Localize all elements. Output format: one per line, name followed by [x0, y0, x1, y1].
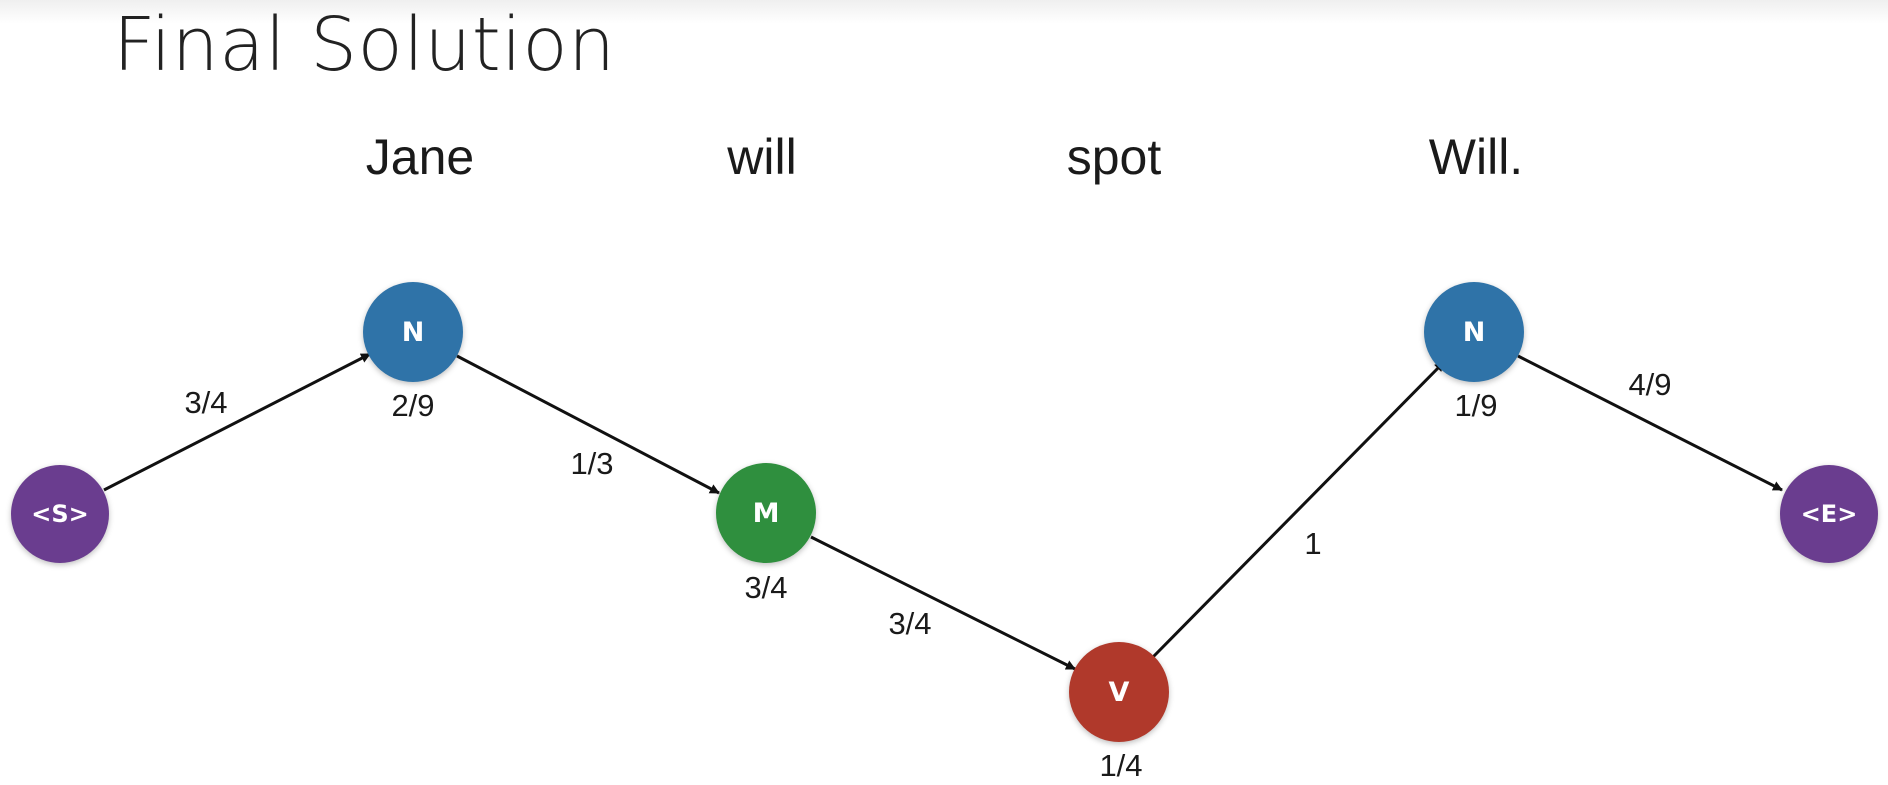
- node-start: <S>: [11, 465, 109, 563]
- word-will: will: [727, 129, 797, 185]
- transition-label-start-n: 3/4: [184, 385, 228, 420]
- transition-label-n-end: 4/9: [1628, 367, 1672, 402]
- edge-start-to-n: [103, 352, 371, 492]
- edge-n-to-end: [1517, 354, 1783, 492]
- transition-label-m-v: 3/4: [888, 606, 932, 641]
- transition-label-n-m: 1/3: [570, 446, 614, 481]
- node-m-will: M: [716, 463, 816, 563]
- word-jane: Jane: [365, 129, 475, 185]
- emission-label-v-spot: 1/4: [1099, 748, 1143, 783]
- node-end: <E>: [1780, 465, 1878, 563]
- word-will-period: Will.: [1428, 129, 1524, 185]
- node-n-will: N: [1424, 282, 1524, 382]
- top-shade: [0, 0, 1888, 24]
- emission-label-m-will: 3/4: [744, 570, 788, 605]
- emission-label-n-will: 1/9: [1454, 388, 1498, 423]
- transition-label-v-n: 1: [1304, 526, 1322, 561]
- word-spot: spot: [1066, 129, 1162, 185]
- edge-v-to-n: [1151, 360, 1446, 659]
- slide-title: Final Solution: [113, 2, 616, 88]
- edge-m-to-v: [810, 535, 1076, 671]
- node-v-spot: V: [1069, 642, 1169, 742]
- emission-label-n-jane: 2/9: [391, 388, 435, 423]
- edge-n-to-m: [456, 354, 720, 495]
- node-n-jane: N: [363, 282, 463, 382]
